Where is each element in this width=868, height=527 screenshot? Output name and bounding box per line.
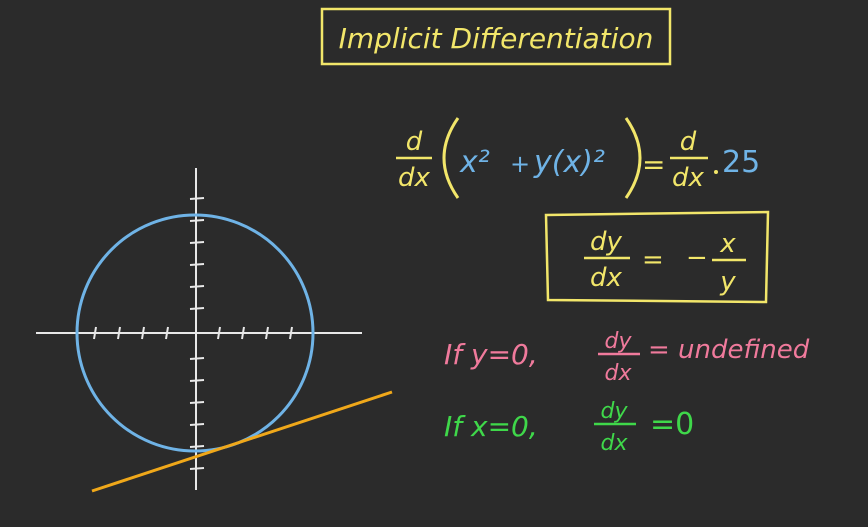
case-y-zero: If y=0, dy dx = undefined bbox=[444, 329, 810, 386]
differentiation-equation: d dx x² + y(x)² = d dx 25 bbox=[396, 117, 760, 199]
y-tick bbox=[189, 445, 205, 448]
result-dx: dx bbox=[590, 263, 623, 293]
circle-curve bbox=[75, 213, 315, 453]
d-operator-denominator: dx bbox=[398, 163, 431, 193]
x-tick bbox=[217, 326, 221, 340]
x-tick bbox=[265, 326, 269, 340]
d-operator-numerator: d bbox=[406, 127, 423, 157]
x-tick bbox=[289, 326, 293, 340]
title-box bbox=[320, 7, 672, 66]
case-x-zero: If x=0, dy dx =0 bbox=[444, 399, 694, 456]
case-y-zero-condition: If y=0, bbox=[444, 338, 538, 371]
y-tick bbox=[189, 285, 205, 288]
constant-value: 25 bbox=[722, 145, 760, 180]
case-y-zero-value: = undefined bbox=[648, 335, 810, 365]
result-box: dy dx = − x y bbox=[544, 210, 770, 304]
case-x-zero-condition: If x=0, bbox=[444, 410, 538, 443]
result-minus: − bbox=[686, 243, 708, 273]
y-of-x-squared-term: y(x)² bbox=[533, 145, 605, 180]
y-tick bbox=[189, 401, 205, 404]
y-tick bbox=[189, 219, 205, 222]
case-x-zero-dx: dx bbox=[601, 431, 629, 456]
y-tick bbox=[189, 467, 205, 470]
y-tick bbox=[189, 379, 205, 382]
multiply-dot bbox=[714, 170, 718, 174]
case-y-zero-dx: dx bbox=[605, 361, 633, 386]
case-y-zero-dy: dy bbox=[605, 329, 633, 354]
case-x-zero-value: =0 bbox=[650, 407, 694, 442]
y-tick bbox=[189, 423, 205, 426]
x-tick bbox=[241, 326, 245, 340]
d-operator-numerator-right: d bbox=[680, 127, 697, 157]
case-x-zero-dy: dy bbox=[601, 399, 629, 424]
left-paren bbox=[442, 117, 460, 199]
x-tick bbox=[141, 326, 145, 340]
y-tick bbox=[189, 307, 205, 310]
x-axis-ticks bbox=[93, 326, 97, 340]
result-box-border bbox=[544, 210, 770, 304]
result-numerator-x: x bbox=[719, 229, 736, 259]
result-dy: dy bbox=[590, 227, 623, 257]
graph bbox=[36, 168, 393, 493]
d-operator-denominator-right: dx bbox=[672, 163, 705, 193]
x-squared-term: x² bbox=[459, 145, 490, 180]
x-tick bbox=[165, 326, 169, 340]
plus-sign: + bbox=[510, 150, 530, 178]
y-tick bbox=[189, 241, 205, 244]
result-equals: = bbox=[642, 245, 664, 275]
y-tick bbox=[189, 263, 205, 266]
equals-sign: = bbox=[642, 148, 665, 181]
tangent-line bbox=[91, 390, 393, 493]
x-tick bbox=[117, 326, 121, 340]
y-tick bbox=[189, 357, 205, 360]
y-tick bbox=[189, 197, 205, 200]
right-paren bbox=[624, 117, 642, 199]
result-denominator-y: y bbox=[719, 267, 736, 297]
page-title: Implicit Differentiation bbox=[339, 22, 654, 55]
